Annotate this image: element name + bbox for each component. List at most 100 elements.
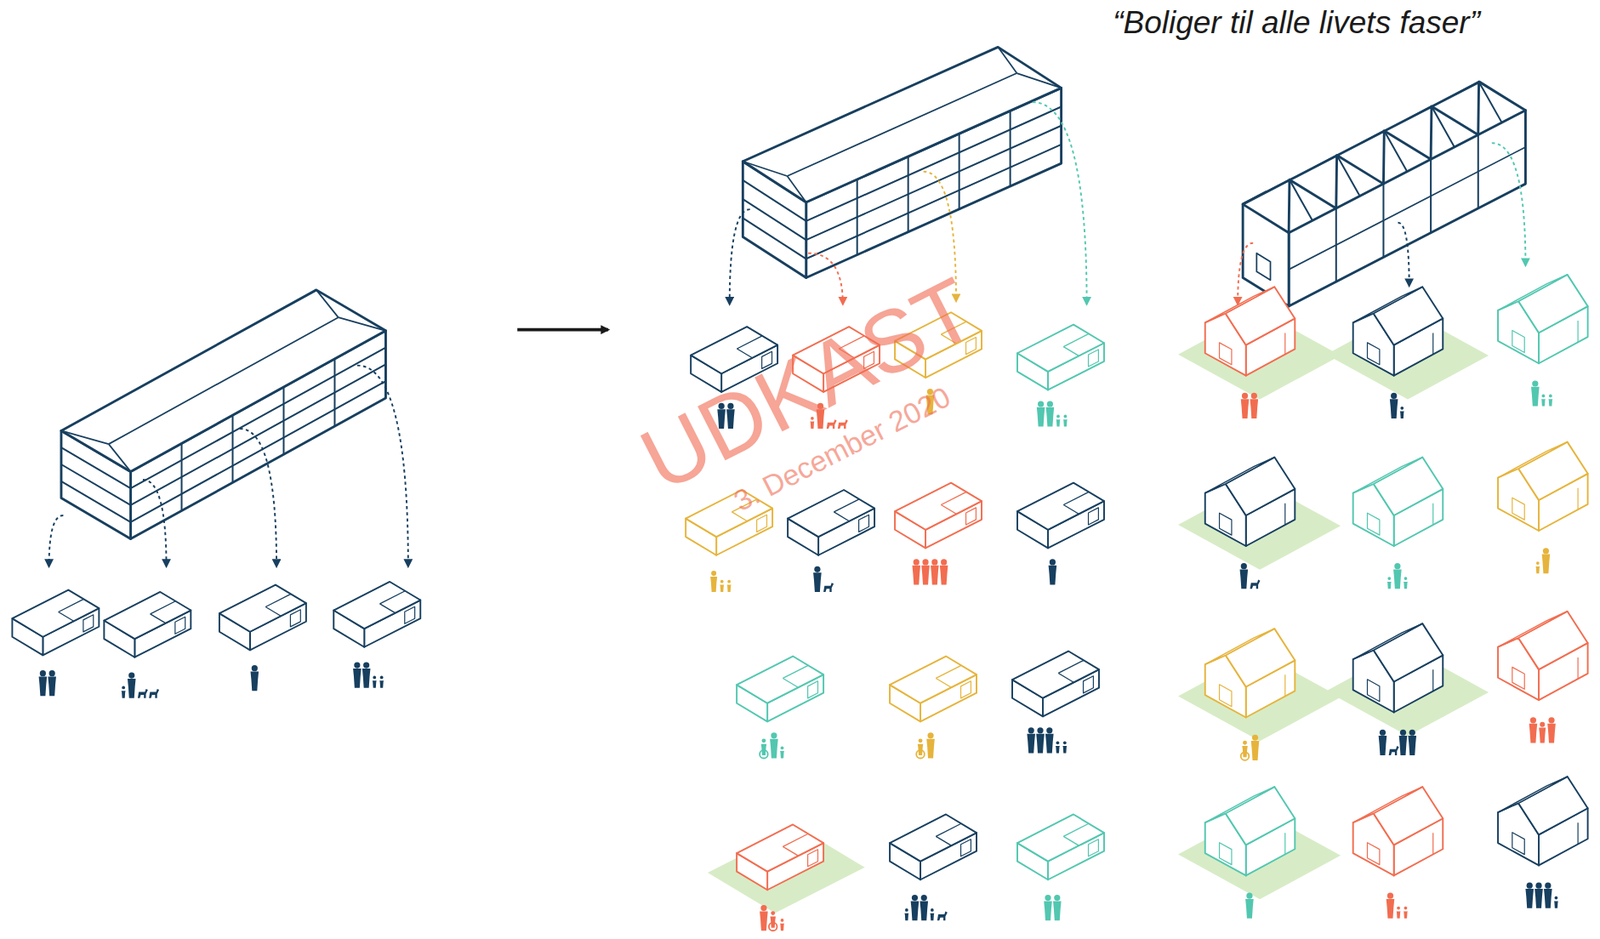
person-body (1048, 565, 1058, 586)
residents (1535, 547, 1550, 574)
window (1256, 253, 1270, 281)
house-roof-back (1205, 457, 1276, 494)
unit-opening (1083, 676, 1094, 694)
diagram-title: “Boliger til alle livets faser” (1112, 5, 1481, 41)
person-body (362, 668, 371, 689)
wheelchair (1241, 751, 1250, 761)
house-door (1577, 822, 1578, 844)
house-unit (1353, 457, 1444, 547)
person-body (1250, 398, 1259, 419)
residents (1240, 563, 1261, 589)
dashed-arrow (1032, 102, 1088, 305)
dashed-arrow (239, 428, 277, 567)
roof-line (1337, 155, 1361, 197)
person-head (780, 745, 785, 750)
roof-hip (742, 161, 787, 177)
person-body (353, 668, 362, 689)
house-door (1284, 503, 1286, 525)
person-head (1394, 563, 1401, 570)
person-head (931, 558, 938, 565)
person-head (1241, 392, 1248, 399)
unit-wall (731, 499, 758, 513)
dashed-arrow (1491, 142, 1526, 266)
unit-top (889, 814, 977, 861)
roof-ridge (108, 317, 339, 445)
main-arrow (517, 328, 609, 332)
roof-line (1431, 106, 1455, 148)
residents (916, 732, 935, 758)
house-roof (1373, 786, 1444, 845)
person-body (1378, 735, 1388, 756)
roof-hip (108, 444, 131, 472)
unit-wall (731, 512, 747, 522)
person-head (711, 570, 717, 576)
person-body (726, 409, 735, 429)
house-door (1284, 832, 1286, 855)
floor-line (61, 464, 131, 506)
person-body (1538, 728, 1546, 744)
residents (759, 905, 785, 931)
person-head (1387, 893, 1394, 900)
person-body (930, 565, 940, 586)
person-body (1393, 569, 1402, 590)
floor-line (1288, 147, 1526, 270)
person-body (1036, 734, 1045, 754)
person-body (47, 677, 57, 697)
person-body (727, 585, 732, 593)
house-roof-back (1353, 457, 1424, 494)
dog (937, 911, 948, 921)
person-head (1544, 882, 1551, 889)
unit-top (1017, 483, 1105, 530)
floor-line (806, 125, 1062, 240)
house-unit (1353, 786, 1444, 876)
person-body (929, 913, 934, 921)
person-head (810, 416, 815, 421)
person-body (717, 409, 726, 429)
house-roof-back (1353, 786, 1424, 823)
person-head (380, 676, 384, 680)
dog (837, 419, 849, 429)
house-door (1432, 669, 1434, 691)
column-line (1009, 110, 1012, 187)
person-head (1390, 392, 1397, 399)
apartment-unit (1017, 324, 1105, 391)
house-window (1366, 512, 1379, 536)
unit-top (792, 326, 880, 374)
person-head (49, 670, 56, 677)
unit-wall (833, 512, 849, 522)
house-unit (1326, 286, 1489, 399)
residents (717, 403, 735, 429)
unit-wall (940, 505, 957, 515)
house-roof (1373, 457, 1444, 516)
floor-line (806, 107, 1062, 222)
person-body (372, 680, 377, 688)
unit-wall (782, 833, 809, 847)
house-door (1432, 332, 1434, 354)
person-body (939, 565, 949, 586)
residents (926, 388, 935, 415)
house-window (1512, 832, 1525, 855)
person-body (1386, 899, 1396, 919)
unit-wall (940, 491, 967, 505)
house-roof-back (1205, 286, 1276, 323)
dashed-arrow (808, 253, 843, 305)
person-head (927, 732, 934, 739)
person-head (1548, 717, 1555, 724)
dashed-arrow (357, 365, 409, 567)
unit-wall (265, 593, 291, 607)
person-head (770, 911, 775, 916)
person-head (1028, 727, 1035, 734)
floor-line (130, 381, 387, 523)
roof-line (1314, 155, 1338, 168)
house-window (1512, 330, 1525, 353)
unit-wall (838, 348, 855, 359)
residents (809, 403, 848, 429)
person-body (719, 585, 724, 593)
residents (710, 570, 732, 593)
unit-top (333, 581, 421, 629)
person-head (1548, 394, 1553, 399)
person-head (1252, 734, 1259, 741)
floor-line (61, 481, 131, 523)
house-roof (1225, 457, 1296, 516)
